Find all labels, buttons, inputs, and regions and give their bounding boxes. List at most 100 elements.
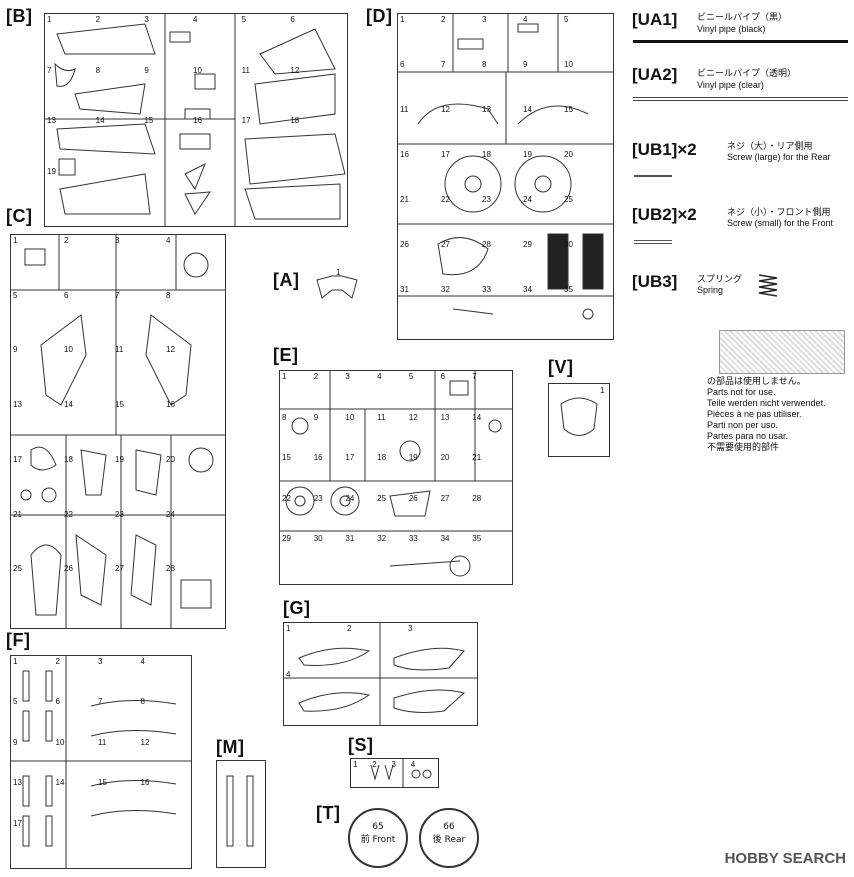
part-number-c-11: 11: [115, 345, 124, 355]
part-number-b-5: 5: [241, 15, 247, 24]
part-number-b-1: 1: [47, 15, 52, 24]
part-number-d-17: 17: [441, 150, 450, 159]
part-number-e-4: 4: [377, 372, 382, 381]
sprue-g-drawing: [284, 623, 477, 725]
ub1-jp: ネジ（大）・リア側用: [727, 142, 813, 152]
part-number-e-20: 20: [440, 453, 450, 463]
part-number-e-24: 24: [345, 493, 355, 503]
part-number-d-19: 19: [523, 150, 532, 159]
sprue-f-drawing: [11, 656, 191, 868]
part-number-d-23: 23: [482, 195, 491, 204]
ub2-en: Screw (small) for the Front: [727, 218, 834, 228]
sprue-label-t: [T]: [316, 803, 341, 823]
part-number-e-33: 33: [408, 534, 418, 544]
part-number-c-17: 17: [13, 454, 22, 464]
part-number-e-9: 9: [313, 412, 319, 422]
part-number-b-15: 15: [144, 116, 154, 125]
part-number-d-12: 12: [441, 105, 450, 114]
ub2-screw: [634, 240, 672, 244]
watermark: HOBBY SEARCH: [724, 850, 846, 867]
part-number-c-1: 1: [13, 236, 18, 245]
part-number-c-14: 14: [64, 400, 73, 410]
part-number-e-6: 6: [440, 372, 446, 381]
ub1-screw: [634, 175, 672, 177]
part-number-f-6: 6: [55, 697, 60, 707]
sprue-v-frame: [548, 383, 610, 457]
part-number-c-6: 6: [64, 290, 69, 300]
tire-front-num: 65: [372, 822, 384, 832]
part-number-e-11: 11: [377, 412, 386, 422]
part-number-d-28: 28: [482, 240, 491, 249]
part-number-d-4: 4: [523, 15, 528, 24]
part-number-f-9: 9: [13, 737, 18, 747]
part-number-d-34: 34: [523, 285, 532, 294]
part-number-c-21: 21: [13, 509, 22, 519]
part-number-b-7: 7: [47, 65, 52, 75]
part-number-d-1: 1: [400, 15, 405, 24]
sprue-label-g: [G]: [283, 598, 311, 618]
ua1-pipe: [633, 40, 848, 43]
ub3-code: [UB3]: [632, 272, 678, 291]
part-number-e-29: 29: [282, 534, 291, 544]
part-number-d-31: 31: [400, 285, 409, 294]
part-number-d-13: 13: [482, 105, 491, 114]
ub2-jp: ネジ（小）・フロント側用: [727, 208, 831, 218]
part-number-e-7: 7: [472, 372, 477, 381]
part-number-d-25: 25: [564, 195, 573, 204]
part-number-c-2: 2: [64, 236, 69, 245]
ua2-jp: ビニールパイプ（透明）: [697, 69, 797, 79]
part-number-e-23: 23: [313, 493, 323, 503]
part-number-b-4: 4: [193, 15, 198, 24]
note-en: Parts not for use.: [707, 387, 776, 397]
part-v-num: 1: [600, 386, 605, 395]
part-number-c-3: 3: [115, 236, 120, 245]
part-number-g-1: 1: [286, 624, 291, 633]
part-number-c-8: 8: [166, 290, 171, 300]
part-number-e-26: 26: [408, 493, 418, 503]
part-number-b-14: 14: [95, 116, 105, 125]
ua2-en: Vinyl pipe (clear): [697, 80, 764, 90]
part-number-e-34: 34: [440, 534, 450, 544]
ua1-code: [UA1]: [632, 10, 678, 29]
part-number-s-4: 4: [410, 760, 416, 769]
part-number-b-11: 11: [241, 65, 250, 75]
part-number-f-12: 12: [140, 737, 150, 747]
part-number-d-11: 11: [400, 105, 409, 114]
part-number-d-35: 35: [564, 285, 573, 294]
part-number-d-32: 32: [441, 285, 450, 294]
part-number-s-3: 3: [391, 760, 396, 769]
part-number-b-17: 17: [241, 116, 251, 125]
part-number-f-7: 7: [98, 697, 103, 707]
part-number-b-8: 8: [95, 65, 101, 75]
part-number-e-5: 5: [408, 372, 414, 381]
sprue-b-drawing: [45, 14, 346, 226]
part-number-b-13: 13: [47, 116, 56, 125]
part-number-f-17: 17: [13, 818, 22, 828]
part-number-g-2: 2: [347, 624, 352, 633]
part-number-d-6: 6: [400, 60, 405, 69]
part-number-d-26: 26: [400, 240, 409, 249]
part-number-b-12: 12: [290, 65, 300, 75]
part-number-e-8: 8: [282, 412, 287, 422]
spring-icon: [758, 274, 778, 297]
part-number-f-2: 2: [55, 657, 60, 666]
part-number-b-19: 19: [47, 166, 56, 176]
part-number-b-6: 6: [290, 15, 295, 24]
part-number-b-2: 2: [95, 15, 101, 24]
part-number-c-22: 22: [64, 509, 73, 519]
note-jp: の部品は使用しません。: [707, 376, 806, 386]
part-number-c-26: 26: [64, 564, 73, 574]
part-number-d-8: 8: [482, 60, 487, 69]
part-number-e-15: 15: [282, 453, 291, 463]
sprue-g-frame: [283, 622, 478, 726]
part-number-c-28: 28: [166, 564, 175, 574]
not-used-swatch: [719, 330, 845, 374]
part-number-c-19: 19: [115, 454, 124, 464]
not-used-note: の部品は使用しません。 Parts not for use. Teile wer…: [707, 376, 826, 453]
part-number-f-13: 13: [13, 778, 22, 788]
part-number-e-21: 21: [472, 453, 482, 463]
part-number-e-10: 10: [345, 412, 355, 422]
part-number-s-2: 2: [372, 760, 377, 769]
ub3-en: Spring: [697, 285, 724, 295]
sprue-label-d: [D]: [366, 6, 393, 26]
